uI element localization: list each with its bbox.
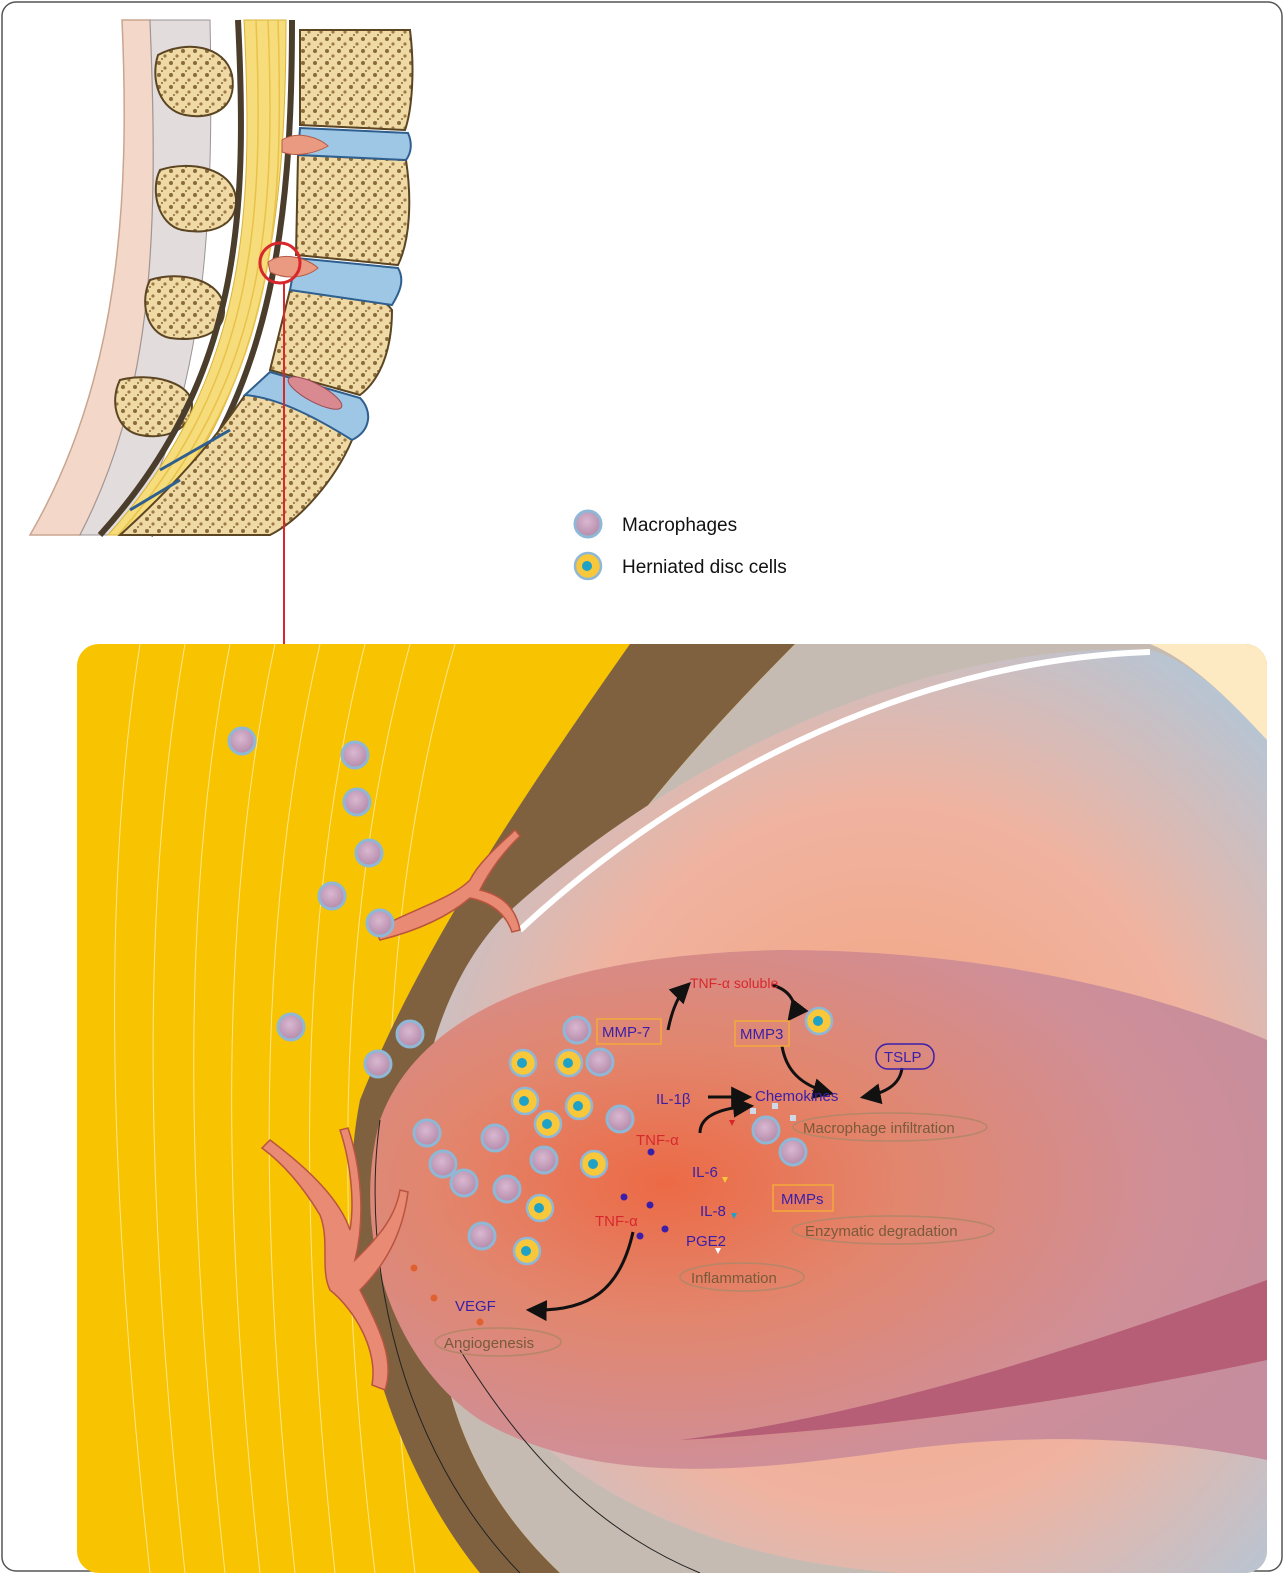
label-pge2: PGE2	[686, 1233, 726, 1250]
macrophage-legend-icon	[575, 511, 601, 537]
macrophage-cell	[564, 1017, 590, 1043]
disc-cell	[510, 1050, 536, 1076]
macrophage-cell	[430, 1151, 456, 1177]
macrophage-cell	[469, 1223, 495, 1249]
macrophage-cell	[278, 1014, 304, 1040]
disc-cell	[535, 1111, 561, 1137]
macrophage-cell	[319, 883, 345, 909]
label-macrophage-infiltration: Macrophage infiltration	[803, 1120, 955, 1137]
label-tnf-a-lower: TNF-α	[595, 1213, 638, 1230]
macrophage-cell	[365, 1051, 391, 1077]
label-il6: IL-6	[692, 1164, 718, 1181]
macrophage-cell	[531, 1147, 557, 1173]
macrophage-cell	[397, 1021, 423, 1047]
zoomed-panel: MMP-7 TNF-α soluble MMP3 TSLP Chemokines…	[77, 644, 1267, 1573]
spine-illustration	[30, 20, 412, 535]
legend: Macrophages Herniated disc cells	[575, 511, 787, 579]
macrophage-cell	[753, 1117, 779, 1143]
label-tnf-a-upper: TNF-α	[636, 1132, 679, 1149]
macrophage-cell	[229, 728, 255, 754]
legend-label-macrophages: Macrophages	[622, 515, 737, 536]
label-chemokines: Chemokines	[755, 1088, 838, 1105]
label-mmp3: MMP3	[740, 1026, 783, 1043]
label-il8: IL-8	[700, 1203, 726, 1220]
macrophage-cell	[482, 1125, 508, 1151]
label-enzymatic-degradation: Enzymatic degradation	[805, 1223, 958, 1240]
disc-cell	[581, 1151, 607, 1177]
label-inflammation: Inflammation	[691, 1270, 777, 1287]
disc-cell	[527, 1195, 553, 1221]
macrophage-cell	[414, 1120, 440, 1146]
disc-cell	[806, 1008, 832, 1034]
label-tslp: TSLP	[884, 1049, 922, 1066]
macrophage-cell	[344, 789, 370, 815]
label-angiogenesis: Angiogenesis	[444, 1335, 534, 1352]
macrophage-cell	[780, 1139, 806, 1165]
macrophage-cell	[367, 910, 393, 936]
label-mmp7: MMP-7	[602, 1024, 650, 1041]
label-mmps: MMPs	[781, 1191, 824, 1208]
macrophage-cell	[356, 840, 382, 866]
disc-cell	[556, 1050, 582, 1076]
macrophage-cell	[342, 742, 368, 768]
disc-cell	[566, 1093, 592, 1119]
macrophage-cell	[451, 1170, 477, 1196]
macrophage-cell	[607, 1106, 633, 1132]
label-tnf-soluble: TNF-α soluble	[690, 975, 778, 991]
legend-label-herniated-disc-cells: Herniated disc cells	[622, 557, 787, 578]
label-vegf: VEGF	[455, 1298, 496, 1315]
disc-cell	[514, 1238, 540, 1264]
macrophage-cell	[494, 1176, 520, 1202]
disc-cell	[512, 1088, 538, 1114]
label-il1b: IL-1β	[656, 1091, 691, 1108]
macrophage-cell	[587, 1049, 613, 1075]
